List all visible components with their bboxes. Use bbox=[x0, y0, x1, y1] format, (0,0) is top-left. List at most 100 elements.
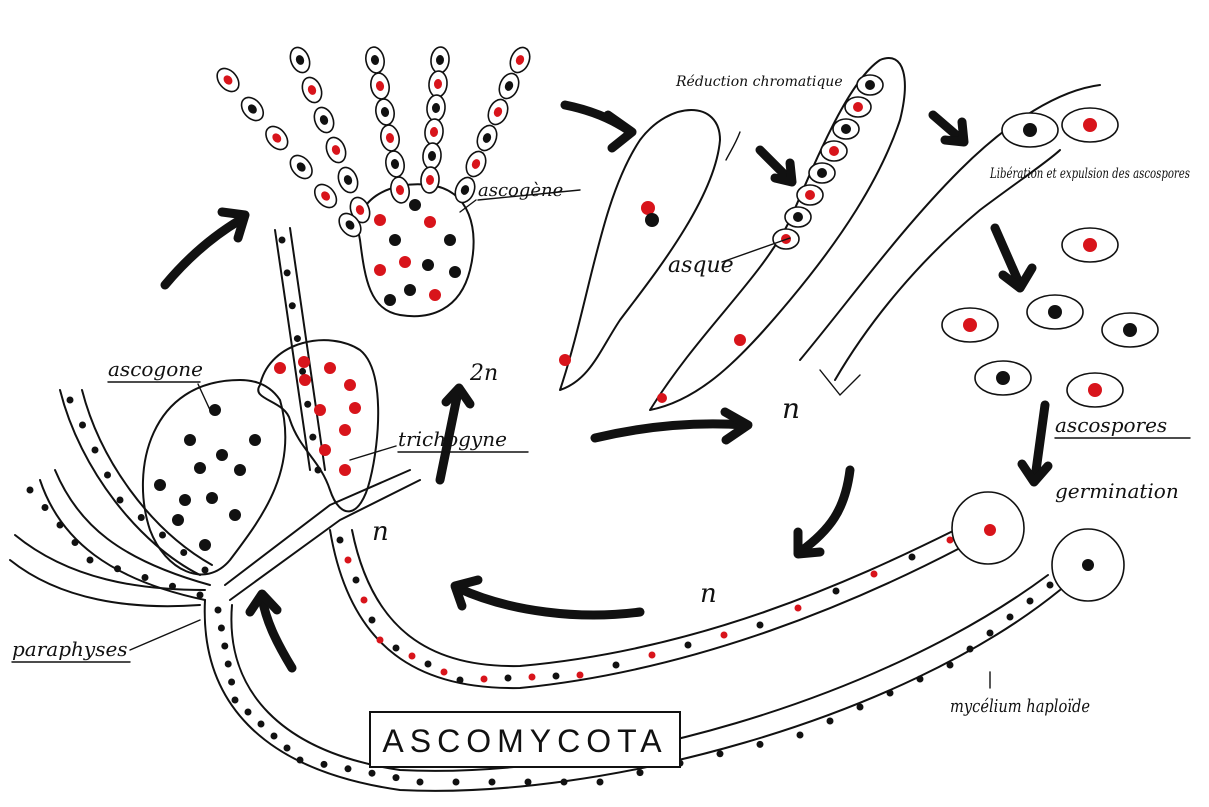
hypha-nucleus bbox=[299, 368, 306, 375]
ascospore-nucleus bbox=[1083, 238, 1097, 252]
nucleus bbox=[449, 266, 461, 278]
hypha-cell bbox=[213, 64, 244, 95]
hypha-nucleus bbox=[795, 605, 802, 612]
nucleus bbox=[444, 234, 456, 246]
ascus-nucleus-red bbox=[641, 201, 655, 215]
ascospore-nucleus bbox=[805, 190, 815, 200]
nucleus bbox=[209, 404, 221, 416]
hypha-nucleus bbox=[871, 571, 878, 578]
label-asque: asque bbox=[668, 253, 734, 278]
nucleus bbox=[384, 294, 396, 306]
hypha-nucleus bbox=[1047, 582, 1054, 589]
hypha-nucleus bbox=[345, 765, 352, 772]
hypha-nucleus bbox=[197, 592, 204, 599]
ascospore-nucleus bbox=[853, 102, 863, 112]
arrow-middle bbox=[595, 424, 745, 438]
hypha-nucleus bbox=[232, 697, 239, 704]
ploidy-n-bottom: n bbox=[700, 579, 717, 609]
ascospore-nucleus bbox=[829, 146, 839, 156]
nucleus bbox=[216, 449, 228, 461]
nucleus bbox=[324, 362, 336, 374]
label-trichogyne: trichogyne bbox=[398, 427, 507, 451]
hypha-cell bbox=[426, 94, 446, 121]
hypha-cell bbox=[286, 151, 317, 182]
hypha-nucleus bbox=[685, 642, 692, 649]
hypha-nucleus bbox=[505, 675, 512, 682]
arrow-down bbox=[800, 470, 850, 552]
free-ascospores bbox=[942, 108, 1158, 407]
hypha-nucleus bbox=[529, 674, 536, 681]
hypha-nucleus bbox=[577, 672, 584, 679]
hypha-nucleus bbox=[104, 472, 111, 479]
hypha-cell bbox=[496, 71, 523, 102]
ascus-base-nucleus bbox=[559, 354, 571, 366]
label-germination: germination bbox=[1055, 479, 1179, 503]
label-ascogone: ascogone bbox=[108, 357, 203, 381]
hypha-nucleus bbox=[337, 537, 344, 544]
hypha-nucleus bbox=[138, 514, 145, 521]
hypha-nucleus bbox=[947, 662, 954, 669]
hypha-nucleus bbox=[87, 557, 94, 564]
ploidy-n-left: n bbox=[372, 517, 389, 547]
ascospore-nucleus bbox=[1048, 305, 1062, 319]
hypha-nucleus bbox=[721, 632, 728, 639]
hypha-nucleus bbox=[967, 646, 974, 653]
hypha-nucleus bbox=[441, 669, 448, 676]
hypha-nucleus bbox=[757, 622, 764, 629]
label-ascospores: ascospores bbox=[1055, 413, 1167, 437]
hypha-cell bbox=[374, 98, 397, 127]
nucleus bbox=[374, 264, 386, 276]
ascospore-nucleus bbox=[1123, 323, 1137, 337]
hypha-nucleus bbox=[258, 721, 265, 728]
hypha-nucleus bbox=[321, 761, 328, 768]
hypha-nucleus bbox=[1007, 614, 1014, 621]
hypha-nucleus bbox=[361, 597, 368, 604]
nucleus bbox=[424, 216, 436, 228]
ascus-base-nucleus bbox=[734, 334, 746, 346]
ascospore-nucleus bbox=[1083, 118, 1097, 132]
label-mycelium: mycélium haploïde bbox=[950, 696, 1090, 717]
hypha-nucleus bbox=[142, 574, 149, 581]
hypha-nucleus bbox=[393, 774, 400, 781]
hypha-nucleus bbox=[409, 653, 416, 660]
hypha-nucleus bbox=[42, 504, 49, 511]
hypha-cell bbox=[485, 97, 512, 128]
ascospore-nucleus bbox=[793, 212, 803, 222]
hypha-cell bbox=[310, 180, 341, 211]
hypha-nucleus bbox=[180, 549, 187, 556]
hypha-nucleus bbox=[159, 532, 166, 539]
hypha-nucleus bbox=[245, 709, 252, 716]
ascospore-nucleus bbox=[865, 80, 875, 90]
hypha-nucleus bbox=[553, 673, 560, 680]
nucleus bbox=[339, 464, 351, 476]
hypha-nucleus bbox=[525, 779, 532, 786]
hypha-nucleus bbox=[117, 497, 124, 504]
hypha-nucleus bbox=[225, 661, 232, 668]
nucleus bbox=[179, 494, 191, 506]
nucleus bbox=[429, 289, 441, 301]
hypha-nucleus bbox=[887, 690, 894, 697]
hypha-nucleus bbox=[228, 679, 235, 686]
hypha-cell bbox=[507, 45, 534, 76]
hypha-nucleus bbox=[561, 779, 568, 786]
hypha-nucleus bbox=[833, 588, 840, 595]
ascospore-nucleus bbox=[841, 124, 851, 134]
hypha-cell bbox=[420, 166, 440, 193]
hypha-nucleus bbox=[353, 577, 360, 584]
hypha-nucleus bbox=[345, 557, 352, 564]
hypha-cell bbox=[430, 46, 450, 73]
hypha-cell bbox=[364, 46, 387, 75]
hypha-cell bbox=[428, 70, 448, 97]
hypha-cell bbox=[424, 118, 444, 145]
hypha-septa bbox=[27, 237, 1054, 786]
ascospore-nucleus bbox=[817, 168, 827, 178]
hypha-cell bbox=[463, 149, 490, 180]
nucleus bbox=[409, 199, 421, 211]
hypha-nucleus bbox=[457, 677, 464, 684]
hypha-cell bbox=[262, 122, 293, 153]
hypha-nucleus bbox=[57, 522, 64, 529]
hypha-nucleus bbox=[202, 567, 209, 574]
arrow-up-left bbox=[165, 220, 240, 285]
hyphae bbox=[10, 228, 1060, 791]
ascogenous-nuclei bbox=[374, 199, 461, 306]
